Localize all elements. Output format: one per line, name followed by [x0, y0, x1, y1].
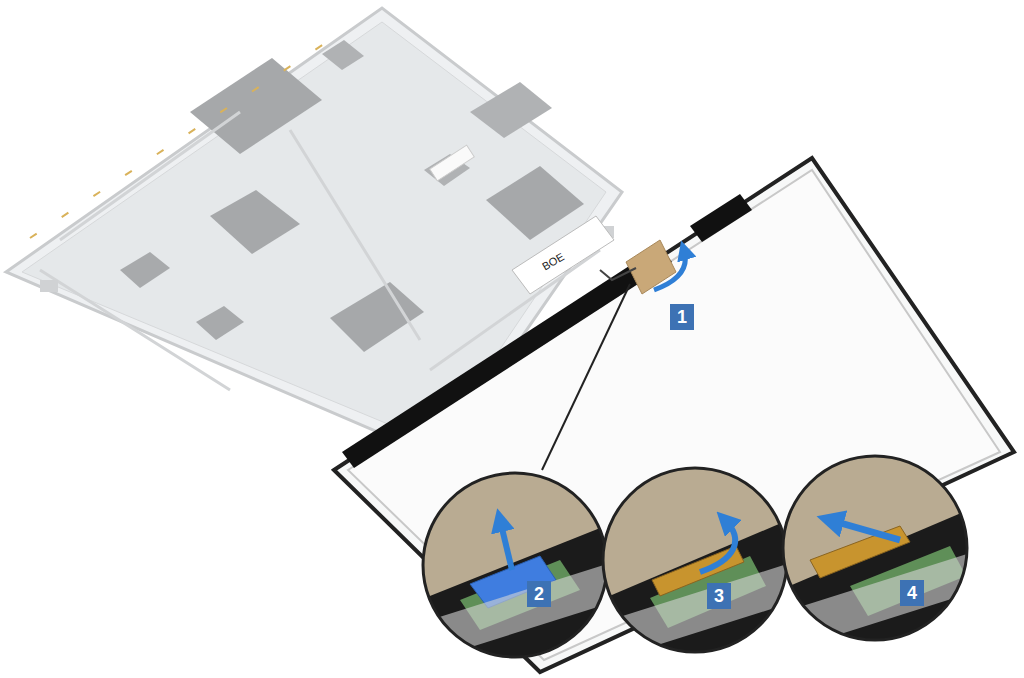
magnifier-circle: [600, 465, 800, 665]
magnifier-circle: [780, 455, 980, 655]
display-panel: [334, 158, 1014, 672]
callout-number: 4: [900, 580, 924, 606]
callout-number: 2: [527, 581, 551, 607]
callout-number: 3: [707, 583, 731, 609]
callout-number: 1: [670, 304, 694, 330]
magnifier-circle: [420, 470, 620, 670]
